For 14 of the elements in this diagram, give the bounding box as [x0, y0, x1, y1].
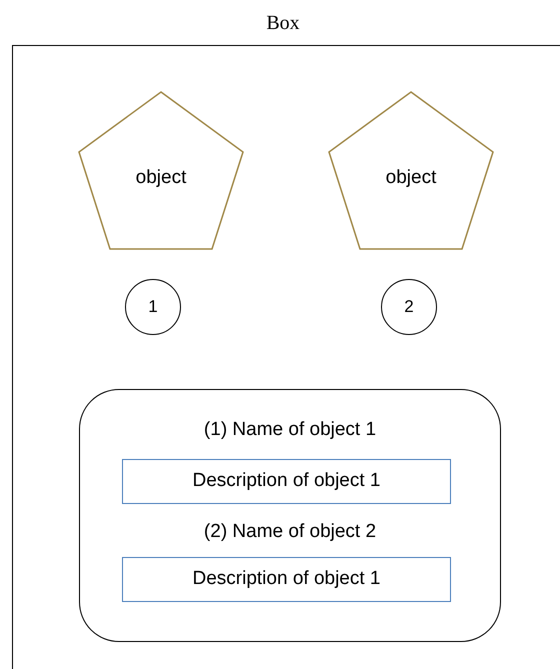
object-name: (1) Name of object 1 [202, 418, 378, 442]
number-label: 1 [148, 296, 158, 318]
description-text: Description of object 1 [192, 469, 380, 494]
shape-label: object [386, 166, 436, 190]
description-box [122, 557, 451, 602]
pentagon-shape [78, 91, 244, 251]
object-name: (2) Name of object 2 [202, 520, 378, 544]
description-box [122, 459, 451, 504]
rounded-panel [79, 389, 501, 642]
pentagon-shape [328, 91, 494, 251]
description-text: Description of object 1 [192, 567, 380, 592]
shape-label: object [136, 166, 186, 190]
box-title: Box [265, 11, 301, 36]
number-label: 2 [404, 296, 414, 318]
